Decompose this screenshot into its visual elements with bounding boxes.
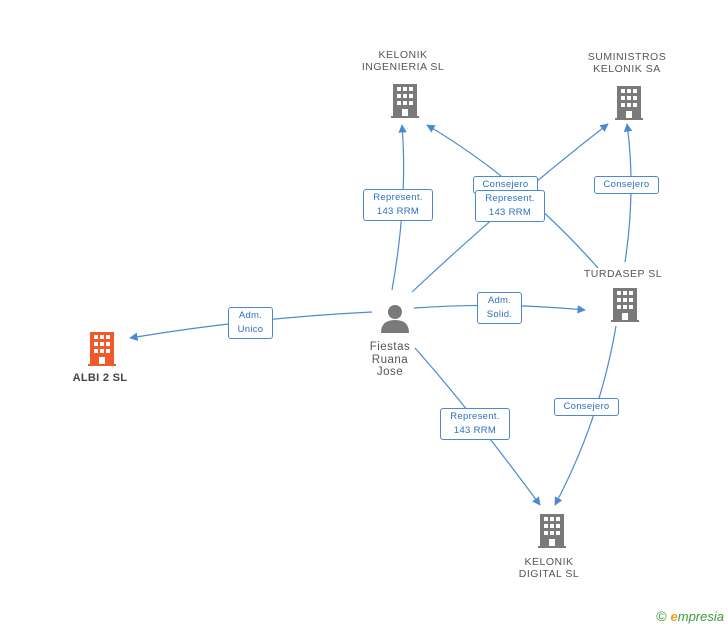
edge-label-repr-ingenieria: Represent. 143 RRM <box>363 189 433 221</box>
edge-label-consejero-digital: Consejero <box>554 398 619 416</box>
node-label-kelonik-digital[interactable]: KELONIK DIGITAL SL <box>518 556 580 580</box>
node-label-fiestas-ruana-jose[interactable]: Fiestas Ruana Jose <box>369 341 411 378</box>
brand-footer[interactable]: ©empresia <box>656 608 724 624</box>
brand-logo-e: e <box>670 609 678 624</box>
copyright-symbol: © <box>656 608 667 624</box>
building-icon[interactable] <box>88 332 116 371</box>
building-icon[interactable] <box>615 86 643 125</box>
node-label-suministros-kelonik[interactable]: SUMINISTROS KELONIK SA <box>587 51 667 75</box>
building-icon[interactable] <box>391 84 419 123</box>
edge-label-adm-unico: Adm. Unico <box>228 307 273 339</box>
edge-label-consejero-suministros: Consejero <box>594 176 659 194</box>
building-icon[interactable] <box>538 514 566 553</box>
edge-label-repr-suministros: Represent. 143 RRM <box>475 190 545 222</box>
node-label-kelonik-ingenieria[interactable]: KELONIK INGENIERIA SL <box>361 49 445 73</box>
edge-label-repr-digital: Represent. 143 RRM <box>440 408 510 440</box>
brand-logo-text: mpresia <box>677 609 724 624</box>
node-label-turdasep[interactable]: TURDASEP SL <box>583 268 663 280</box>
node-label-albi2[interactable]: ALBI 2 SL <box>72 372 128 384</box>
building-icon[interactable] <box>611 288 639 327</box>
person-icon[interactable] <box>380 303 410 338</box>
edge-consejero-dig <box>554 325 617 506</box>
edge-label-adm-solid: Adm. Solid. <box>477 292 522 324</box>
